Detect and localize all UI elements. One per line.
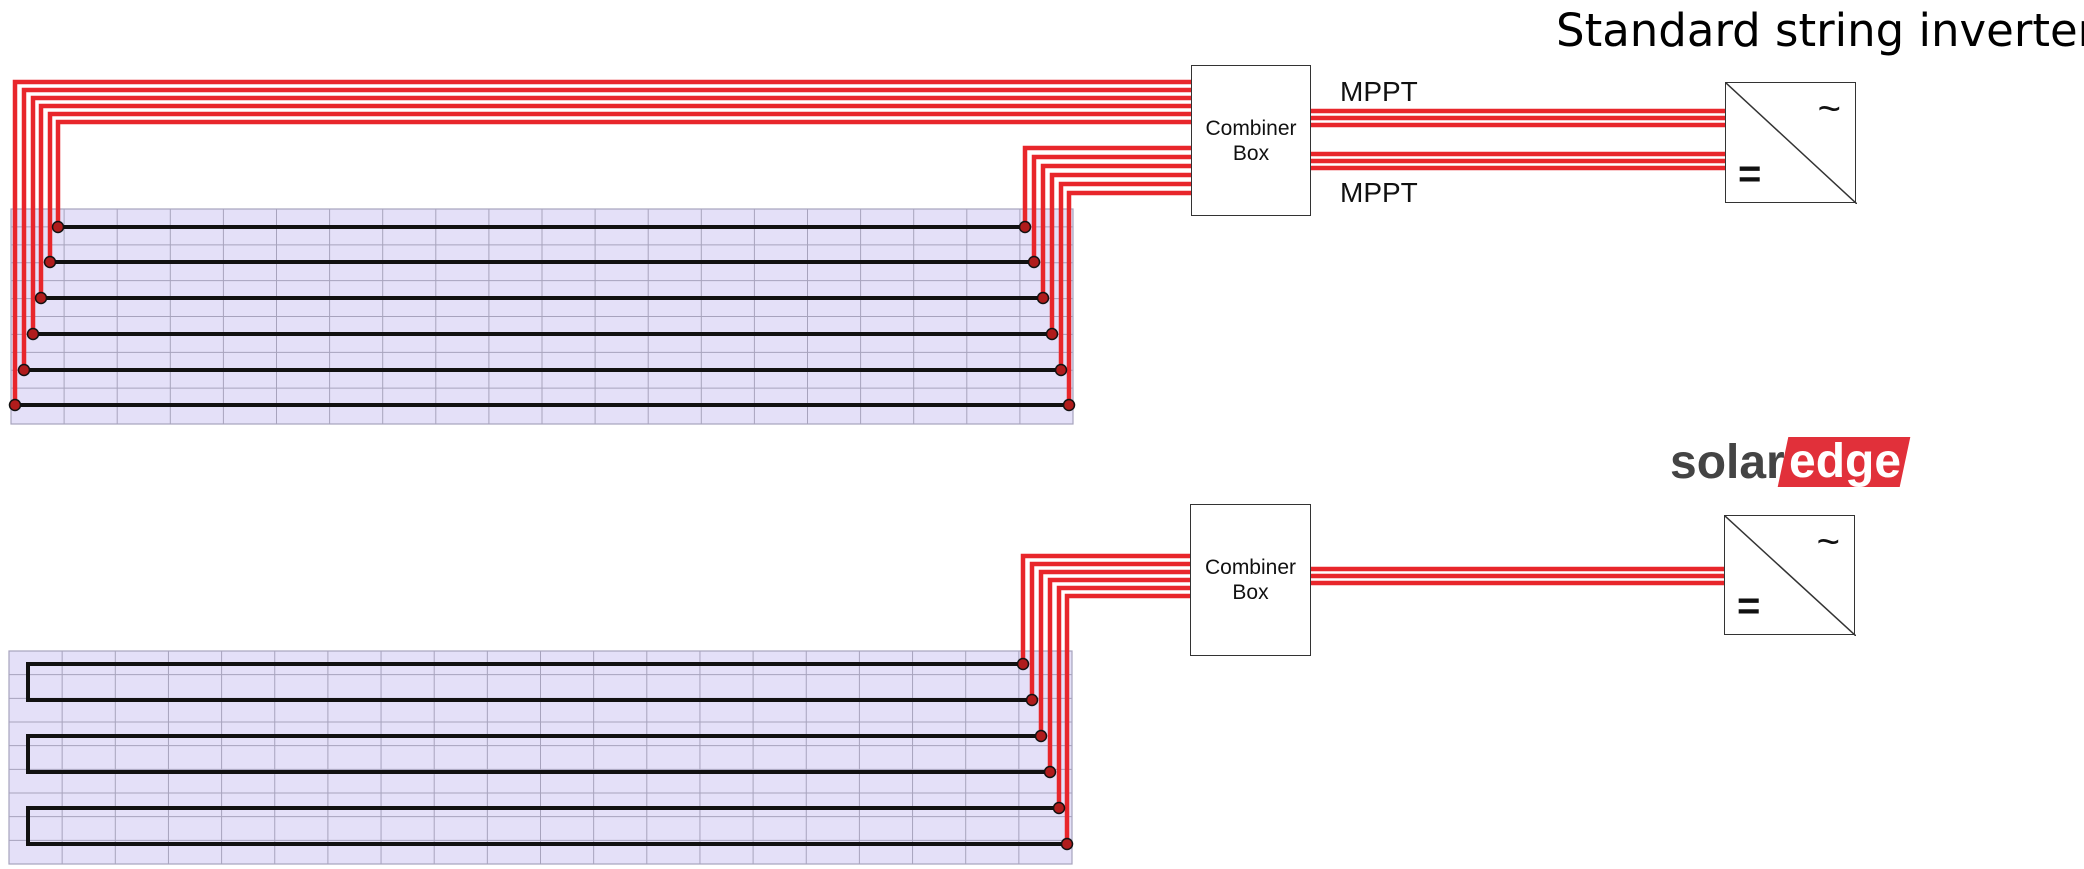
string-wire-top-right <box>1058 181 1192 370</box>
combiner-label-line2: Box <box>1232 581 1269 604</box>
logo-text-solar: solar <box>1670 435 1785 489</box>
string-terminal-dot <box>34 291 48 305</box>
string-terminal-dot <box>1054 363 1068 377</box>
inverter-diagonal-icon <box>1725 516 1856 636</box>
inverter-top: ~ = <box>1725 82 1857 204</box>
string-wire-bottom <box>1047 577 1191 772</box>
inverter-diagonal-icon <box>1726 83 1857 204</box>
combiner-label-line1: Combiner <box>1204 556 1297 579</box>
string-wire-top-right <box>1022 145 1192 227</box>
string-terminal-dot <box>1016 657 1030 671</box>
string-terminal-dot <box>1045 327 1059 341</box>
string-terminal-dot <box>1043 765 1057 779</box>
string-wire-bottom <box>1064 593 1191 844</box>
string-wire-bottom <box>1020 553 1191 664</box>
string-terminal-dot <box>1027 255 1041 269</box>
inverter-bottom: ~ = <box>1724 515 1856 636</box>
string-wire-top-left <box>38 103 1192 298</box>
string-terminal-dot <box>1034 729 1048 743</box>
solaredge-logo: solar edge <box>1670 433 1911 491</box>
diagram-title: Standard string inverter <box>1556 4 2084 57</box>
string-loop-bottom <box>26 734 1050 774</box>
combiner-label-line2: Box <box>1232 141 1270 165</box>
logo-text-edge: edge <box>1788 435 1901 488</box>
string-terminal-dot <box>8 398 22 412</box>
ac-symbol-icon: ~ <box>1816 520 1840 564</box>
string-wire-top-left <box>55 119 1192 227</box>
string-loop-bottom <box>26 806 1067 846</box>
string-terminal-dot <box>17 363 31 377</box>
string-wire-bottom <box>1038 569 1191 736</box>
string-wire-top-left <box>47 111 1192 262</box>
dc-symbol-icon: = <box>1737 584 1761 628</box>
string-terminal-dot <box>1018 220 1032 234</box>
string-wire-bottom <box>1056 585 1191 808</box>
string-wire-top-right <box>1066 190 1192 405</box>
string-loop-bottom <box>26 662 1032 702</box>
string-terminal-dot <box>26 327 40 341</box>
mppt-label-1: MPPT <box>1340 76 1418 107</box>
string-terminal-dot <box>1036 291 1050 305</box>
string-wire-top-left <box>12 79 1192 405</box>
ac-symbol-icon: ~ <box>1817 87 1841 131</box>
string-wire-top-right <box>1031 154 1192 262</box>
string-wire-bottom <box>1029 561 1191 700</box>
string-terminal-dot <box>1025 693 1039 707</box>
string-terminal-dot <box>1052 801 1066 815</box>
combiner-label-line1: Combiner <box>1205 116 1297 140</box>
string-wire-top-left <box>21 87 1192 370</box>
combiner-box-top: Combiner Box <box>1191 65 1311 216</box>
string-wire-top-right <box>1040 163 1192 298</box>
string-terminal-dot <box>43 255 57 269</box>
mppt-label-2: MPPT <box>1340 177 1418 208</box>
string-wire-top-left <box>30 95 1192 334</box>
string-terminal-dot <box>51 220 65 234</box>
string-terminal-dot <box>1060 837 1074 851</box>
string-wire-top-right <box>1049 172 1192 334</box>
combiner-box-bottom: Combiner Box <box>1190 504 1311 656</box>
dc-symbol-icon: = <box>1738 152 1762 196</box>
logo-text-edge-badge: edge <box>1777 435 1911 488</box>
string-terminal-dot <box>1062 398 1076 412</box>
